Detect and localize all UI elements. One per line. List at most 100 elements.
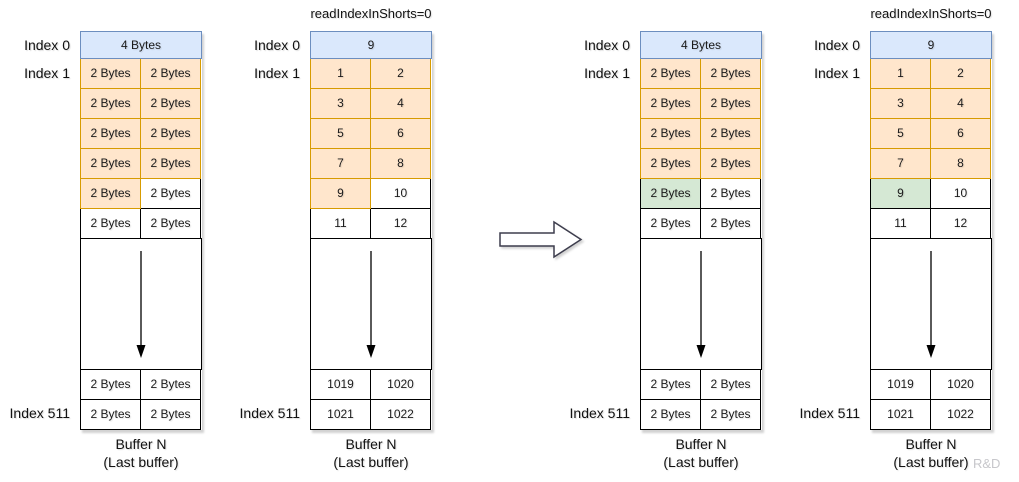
table-row: 2 Bytes 2 Bytes xyxy=(640,208,762,239)
byte-cell: 2 Bytes xyxy=(700,178,761,209)
short-cell: 10 xyxy=(370,178,431,209)
short-cell: 3 xyxy=(870,88,931,119)
short-cell: 4 xyxy=(930,88,991,119)
short-cell: 11 xyxy=(870,208,931,239)
buffer-table: 4 Bytes 2 Bytes 2 Bytes 2 Bytes 2 Bytes … xyxy=(80,31,202,430)
short-cell: 1022 xyxy=(370,399,431,430)
byte-cell: 2 Bytes xyxy=(140,148,201,179)
table-row: 5 6 xyxy=(310,118,432,149)
table-row: 1021 1022 xyxy=(310,399,432,430)
short-cell: 10 xyxy=(930,178,991,209)
short-cell: 4 xyxy=(370,88,431,119)
byte-cell: 2 Bytes xyxy=(80,369,141,400)
byte-cell: 2 Bytes xyxy=(640,369,701,400)
short-cell: 1019 xyxy=(310,369,371,400)
short-cell: 1021 xyxy=(310,399,371,430)
table-row: 2 Bytes 2 Bytes xyxy=(640,369,762,400)
byte-cell: 2 Bytes xyxy=(700,399,761,430)
byte-cell: 2 Bytes xyxy=(80,88,141,119)
buffer-table: 9 1 2 3 4 5 6 7 8 9 10 11 1 xyxy=(310,31,432,430)
short-cell: 2 xyxy=(370,58,431,89)
byte-cell: 2 Bytes xyxy=(140,399,201,430)
index-1-label: Index 1 xyxy=(584,65,630,81)
table-row: 2 Bytes 2 Bytes xyxy=(80,88,202,119)
short-cell: 1019 xyxy=(870,369,931,400)
buffer-caption-line1: Buffer N xyxy=(345,436,397,452)
read-index-label: readIndexInShorts=0 xyxy=(870,6,992,21)
table-row: 2 Bytes 2 Bytes xyxy=(80,369,202,400)
short-cell: 1 xyxy=(870,58,931,89)
buffer-caption-line1: Buffer N xyxy=(115,436,167,452)
byte-cell: 2 Bytes xyxy=(140,178,201,209)
short-cell: 1022 xyxy=(930,399,991,430)
index-0-label: Index 0 xyxy=(254,37,300,53)
table-row: 3 4 xyxy=(870,88,992,119)
index-1-label: Index 1 xyxy=(24,65,70,81)
byte-cell: 2 Bytes xyxy=(700,148,761,179)
short-cell: 9 xyxy=(310,178,371,209)
index-511-label: Index 511 xyxy=(239,405,300,421)
table-row: 2 Bytes 2 Bytes xyxy=(80,148,202,179)
index-1-label: Index 1 xyxy=(254,65,300,81)
short-cell: 1 xyxy=(310,58,371,89)
table-row: 2 Bytes 2 Bytes xyxy=(80,399,202,430)
buffer-caption-line2: (Last buffer) xyxy=(333,454,409,470)
buffer-caption-line1: Buffer N xyxy=(905,436,957,452)
byte-cell: 2 Bytes xyxy=(80,58,141,89)
buffer-diagram-shorts-before: readIndexInShorts=0 Index 0 Index 1 Inde… xyxy=(220,0,432,482)
index-511-label: Index 511 xyxy=(569,405,630,421)
short-cell: 2 xyxy=(930,58,991,89)
buffer-caption: Buffer N (Last buffer) xyxy=(60,435,222,471)
table-row: 2 Bytes 2 Bytes xyxy=(80,208,202,239)
buffer-diagram-bytes-before: Index 0 Index 1 Index 511 4 Bytes 2 Byte… xyxy=(0,0,202,482)
table-row: 2 Bytes 2 Bytes xyxy=(640,178,762,209)
table-row: 1019 1020 xyxy=(870,369,992,400)
buffer-diagram-shorts-after: readIndexInShorts=0 Index 0 Index 1 Inde… xyxy=(780,0,992,482)
gap-cell xyxy=(310,238,432,370)
table-row: 1 2 xyxy=(870,58,992,89)
byte-cell: 2 Bytes xyxy=(140,88,201,119)
byte-cell: 2 Bytes xyxy=(700,88,761,119)
short-cell: 5 xyxy=(310,118,371,149)
byte-cell: 2 Bytes xyxy=(640,118,701,149)
buffer-caption: Buffer N (Last buffer) xyxy=(620,435,782,471)
short-cell: 12 xyxy=(370,208,431,239)
short-cell: 3 xyxy=(310,88,371,119)
short-cell: 6 xyxy=(370,118,431,149)
index-511-label: Index 511 xyxy=(799,405,860,421)
gap-cell xyxy=(640,238,762,370)
short-cell: 12 xyxy=(930,208,991,239)
byte-cell: 2 Bytes xyxy=(640,58,701,89)
byte-cell: 2 Bytes xyxy=(700,369,761,400)
table-row: 11 12 xyxy=(870,208,992,239)
short-cell: 7 xyxy=(870,148,931,179)
table-row: 11 12 xyxy=(310,208,432,239)
table-row: 5 6 xyxy=(870,118,992,149)
short-cell: 8 xyxy=(370,148,431,179)
byte-cell: 2 Bytes xyxy=(640,148,701,179)
short-cell: 1021 xyxy=(870,399,931,430)
buffer-caption-line2: (Last buffer) xyxy=(893,454,969,470)
gap-cell xyxy=(80,238,202,370)
table-row: 2 Bytes 2 Bytes xyxy=(80,118,202,149)
read-index-label: readIndexInShorts=0 xyxy=(310,6,432,21)
right-arrow-icon xyxy=(499,220,583,259)
table-row: 3 4 xyxy=(310,88,432,119)
down-arrow-icon xyxy=(366,251,376,358)
byte-cell: 2 Bytes xyxy=(80,208,141,239)
table-row: 2 Bytes 2 Bytes xyxy=(80,58,202,89)
header-cell: 4 Bytes xyxy=(80,31,202,59)
table-row: 2 Bytes 2 Bytes xyxy=(640,118,762,149)
short-cell: 1020 xyxy=(930,369,991,400)
table-row: 2 Bytes 2 Bytes xyxy=(640,88,762,119)
table-row: 7 8 xyxy=(310,148,432,179)
buffer-diagram-bytes-after: Index 0 Index 1 Index 511 4 Bytes 2 Byte… xyxy=(550,0,762,482)
down-arrow-icon xyxy=(136,251,146,358)
buffer-caption: Buffer N (Last buffer) xyxy=(850,435,1012,471)
byte-cell: 2 Bytes xyxy=(140,208,201,239)
table-row: 1019 1020 xyxy=(310,369,432,400)
byte-cell: 2 Bytes xyxy=(80,399,141,430)
short-cell: 11 xyxy=(310,208,371,239)
buffer-caption-line2: (Last buffer) xyxy=(663,454,739,470)
byte-cell: 2 Bytes xyxy=(700,118,761,149)
